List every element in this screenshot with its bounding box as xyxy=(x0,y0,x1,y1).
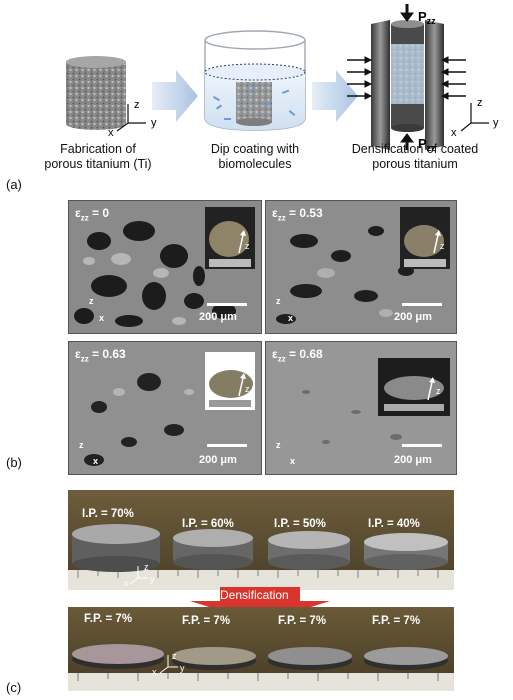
sample-inset-photo: z xyxy=(378,358,450,416)
axis-y-label: y xyxy=(180,663,185,673)
panel-label-b: (b) xyxy=(6,455,22,470)
initial-porosity-label: I.P. = 70% xyxy=(82,508,134,520)
panel-a-illustration: z y x xyxy=(66,4,499,153)
axis-z-label: z xyxy=(79,440,84,450)
strain-label: εzz = 0.68 xyxy=(272,347,323,364)
axis-z: z xyxy=(134,99,140,111)
axis-z-label: z xyxy=(276,440,281,450)
densification-arrow-label: Densification xyxy=(220,588,289,602)
process-arrow-2 xyxy=(312,70,358,122)
force-label-top: Pzz xyxy=(418,9,436,26)
sample-inset-photo: z xyxy=(400,207,450,269)
disc-final-3 xyxy=(268,647,352,670)
force-label-bottom: Pzz xyxy=(418,136,436,153)
axis-x-label: x xyxy=(93,456,99,466)
final-porosity-label: F.P. = 7% xyxy=(278,615,327,627)
disc-initial-50 xyxy=(268,531,350,570)
axis-x: x xyxy=(108,127,114,139)
force-arrows xyxy=(347,4,466,150)
photo-final-samples: F.P. = 7% F.P. = 7% F.P. = 7% F.P. = 7% … xyxy=(68,607,454,691)
svg-text:z: z xyxy=(245,384,250,394)
axis-x-label: x xyxy=(152,667,157,677)
axis-y-2: y xyxy=(493,117,499,129)
axis-z-2: z xyxy=(477,97,483,109)
axes-icon xyxy=(116,104,146,132)
axis-x-label: x xyxy=(290,456,296,466)
sem-image-strain-053: z εzz = 0.53 200 μm z x xyxy=(265,200,457,334)
svg-text:z: z xyxy=(245,241,250,251)
disc-initial-40 xyxy=(364,533,448,570)
axis-z-label: z xyxy=(144,562,149,572)
final-porosity-label: F.P. = 7% xyxy=(84,613,133,625)
initial-porosity-label: I.P. = 40% xyxy=(368,518,420,530)
scale-label: 200 μm xyxy=(394,311,432,323)
axis-x-label: x xyxy=(124,578,129,588)
initial-porosity-label: I.P. = 50% xyxy=(274,518,326,530)
axis-z-label: z xyxy=(89,296,94,306)
svg-text:z: z xyxy=(436,386,441,396)
disc-initial-70 xyxy=(72,524,160,572)
die-press-icon xyxy=(371,20,444,150)
panel-label-c: (c) xyxy=(6,680,22,695)
axis-x-label: x xyxy=(99,313,105,323)
final-porosity-label: F.P. = 7% xyxy=(182,615,231,627)
disc-final-1 xyxy=(72,644,164,669)
sample-inset-photo: z xyxy=(205,352,255,410)
sem-image-strain-0: z εzz = 0 200 μm z x xyxy=(68,200,262,334)
axis-y-label: y xyxy=(150,574,155,584)
axis-y: y xyxy=(151,117,157,129)
axis-x-label: x xyxy=(288,313,294,323)
strain-label: εzz = 0.53 xyxy=(272,206,323,223)
scale-bar xyxy=(402,303,442,306)
scale-label: 200 μm xyxy=(394,454,432,466)
scale-bar xyxy=(207,303,247,306)
strain-label: εzz = 0 xyxy=(75,206,110,223)
sem-image-strain-068: z εzz = 0.68 200 μm z x xyxy=(265,341,457,475)
strain-label: εzz = 0.63 xyxy=(75,347,126,364)
scale-bar xyxy=(207,444,247,447)
scale-label: 200 μm xyxy=(199,311,237,323)
axis-z-label: z xyxy=(276,296,281,306)
disc-final-4 xyxy=(364,647,448,670)
disc-final-2 xyxy=(172,647,256,670)
scale-bar xyxy=(402,444,442,447)
axes-icon-2 xyxy=(460,103,489,132)
disc-initial-60 xyxy=(173,529,253,570)
axis-x-2: x xyxy=(451,127,457,139)
sem-image-strain-063: z εzz = 0.63 200 μm z x xyxy=(68,341,262,475)
beaker-icon xyxy=(204,30,306,131)
scale-label: 200 μm xyxy=(199,454,237,466)
process-arrow-1 xyxy=(152,70,198,122)
svg-text:z: z xyxy=(440,241,445,251)
panel-label-a: (a) xyxy=(6,177,22,192)
final-porosity-label: F.P. = 7% xyxy=(372,615,421,627)
photo-initial-samples: I.P. = 70% I.P. = 60% I.P. = 50% I.P. = … xyxy=(68,490,454,590)
initial-porosity-label: I.P. = 60% xyxy=(182,518,234,530)
porous-ti-cylinder xyxy=(66,56,126,130)
axis-z-label: z xyxy=(172,651,177,661)
densification-arrow xyxy=(190,587,330,623)
sample-inset-photo: z xyxy=(205,207,255,269)
